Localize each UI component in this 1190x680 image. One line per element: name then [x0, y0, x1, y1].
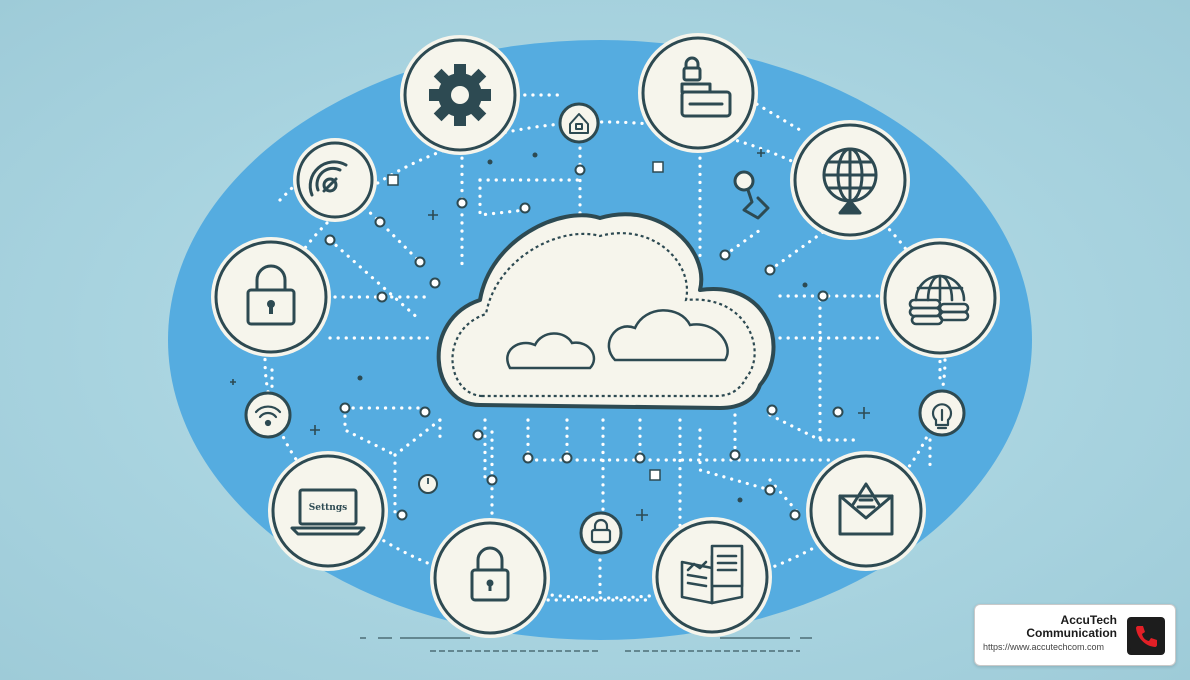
brand-url[interactable]: https://www.accutechcom.com [983, 642, 1105, 652]
signal-node [293, 138, 377, 222]
brand-name: AccuTech Communication [1026, 613, 1117, 640]
padlock-bottom-node [430, 518, 550, 638]
key-icon [733, 170, 770, 220]
padlock-icon [590, 518, 612, 544]
gear-icon [429, 64, 491, 126]
junction-dots [324, 164, 844, 521]
globe-icon [822, 147, 878, 215]
envelope-node [806, 451, 926, 571]
lightbulb-icon [931, 403, 953, 430]
laptop-screen-label: Settngs [309, 503, 347, 513]
book-node [652, 517, 772, 637]
decorative-marks [230, 149, 870, 521]
book-icon [680, 544, 744, 605]
database-globe-node [880, 238, 1000, 358]
cloud-icon [436, 212, 776, 410]
wifi-icon [254, 405, 282, 427]
bottom-dashes [360, 637, 812, 652]
clock-icon [418, 474, 438, 494]
wifi-node [244, 391, 292, 439]
gear-node [400, 35, 520, 155]
laptop-icon: Settngs [290, 488, 366, 536]
home-node [558, 102, 600, 144]
phone-icon [1127, 617, 1165, 655]
globe-node [790, 120, 910, 240]
home-icon [569, 113, 589, 134]
padlock-icon [246, 264, 296, 326]
laptop-node: Settngs [268, 451, 388, 571]
padlock-icon [470, 546, 510, 602]
signal-icon [308, 160, 348, 197]
lightbulb-node [918, 389, 966, 437]
small-lock-node [579, 511, 623, 555]
server-lock-icon [680, 56, 732, 118]
envelope-icon [838, 482, 894, 536]
padlock-left-node [211, 237, 331, 357]
brand-badge[interactable]: AccuTech Communication https://www.accut… [974, 604, 1176, 666]
server-lock-node [638, 33, 758, 153]
database-globe-icon [908, 274, 970, 326]
